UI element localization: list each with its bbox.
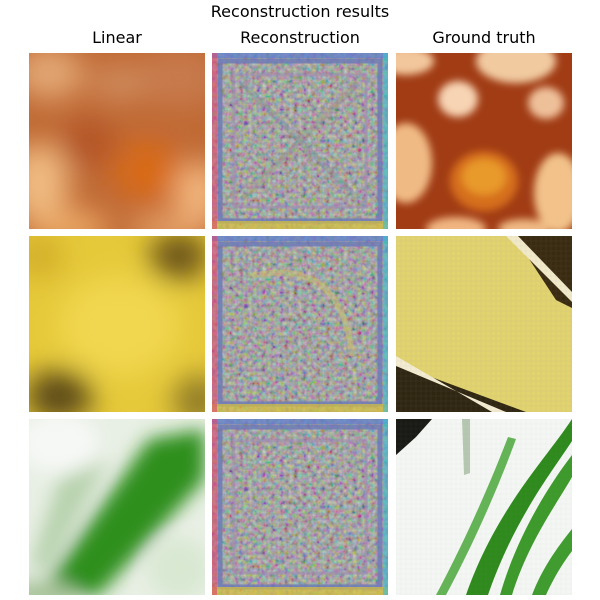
- image-ground-truth-row3: [396, 419, 572, 595]
- image-linear-row1: [29, 53, 205, 229]
- column-title-reconstruction: Reconstruction: [240, 28, 360, 47]
- column-title-ground-truth: Ground truth: [432, 28, 536, 47]
- image-reconstruction-row3: [212, 419, 388, 595]
- image-reconstruction-row2: [212, 236, 388, 412]
- figure-title: Reconstruction results: [210, 2, 390, 21]
- image-linear-row2: [29, 236, 205, 412]
- image-ground-truth-row2: [396, 236, 572, 412]
- image-ground-truth-row1: [396, 53, 572, 229]
- image-reconstruction-row1: [212, 53, 388, 229]
- column-title-linear: Linear: [92, 28, 142, 47]
- image-linear-row3: [29, 419, 205, 595]
